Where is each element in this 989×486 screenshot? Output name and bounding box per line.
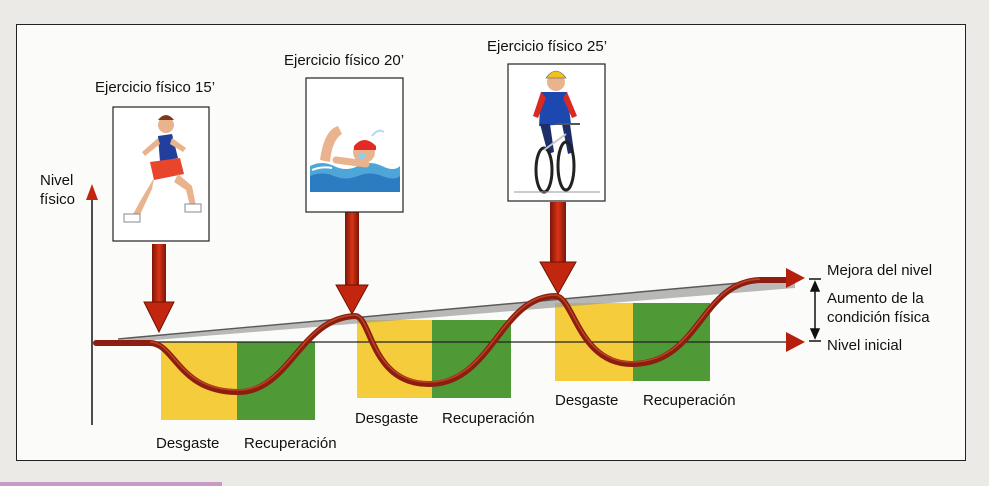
aumento-bracket xyxy=(809,278,821,342)
inicial-label: Nivel inicial xyxy=(827,337,903,354)
mejora-label: Mejora del nivel xyxy=(827,262,933,279)
recuperacion-block-1 xyxy=(237,342,315,420)
recuperacion-label-1: Recuperación xyxy=(244,435,337,452)
aumento-label-line-1: Aumento de la xyxy=(827,290,924,307)
y-axis-label-line-2: físico xyxy=(40,191,76,208)
performance-curve-highlight xyxy=(149,278,761,391)
recuperacion-label-2: Recuperación xyxy=(442,410,535,427)
bottom-accent-bar xyxy=(0,482,222,486)
desgaste-label-3: Desgaste xyxy=(555,392,619,409)
down-arrow-1 xyxy=(143,244,175,334)
aumento-label: Aumento de la condición física xyxy=(827,289,930,327)
cyclist-card xyxy=(507,63,606,202)
down-arrow-2 xyxy=(335,212,369,316)
down-arrow-3 xyxy=(539,202,577,296)
exercise-label-3: Ejercicio físico 25’ xyxy=(487,38,608,55)
swimmer-card xyxy=(305,77,404,213)
mejora-arrowhead xyxy=(786,268,805,288)
y-axis-label: Nivel físico xyxy=(40,171,75,209)
desgaste-label-2: Desgaste xyxy=(355,410,419,427)
desgaste-label-1: Desgaste xyxy=(156,435,220,452)
aumento-label-line-2: condición física xyxy=(827,309,930,326)
runner-card xyxy=(112,106,210,242)
trend-wedge xyxy=(118,278,795,343)
exercise-label-1: Ejercicio físico 15’ xyxy=(95,79,216,96)
performance-curve xyxy=(93,277,793,395)
y-axis-label-line-1: Nivel xyxy=(40,172,74,189)
inicial-arrowhead xyxy=(786,332,805,352)
y-axis-arrowhead xyxy=(86,184,98,200)
trend-line-upper xyxy=(117,277,796,340)
recuperacion-label-3: Recuperación xyxy=(643,392,736,409)
exercise-label-2: Ejercicio físico 20’ xyxy=(284,52,405,69)
